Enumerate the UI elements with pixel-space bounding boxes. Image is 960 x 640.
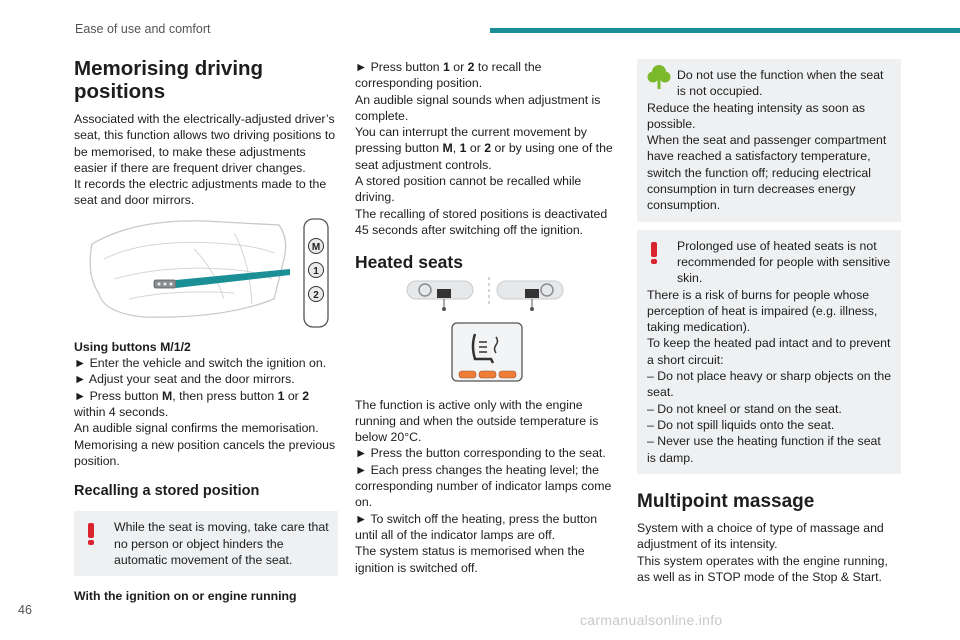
memory-button-1-label: 1: [313, 266, 319, 277]
eco-text: Do not use the function when the seat is…: [677, 68, 884, 99]
recall-step: ► Press button 1 or 2 to recall the corr…: [355, 60, 542, 91]
heated-step: ► Each press changes the heating level; …: [355, 462, 612, 510]
header-accent-bar: [490, 28, 960, 33]
massage-text: System with a choice of type of massage …: [637, 521, 884, 552]
warning-exclamation-icon: [88, 523, 94, 546]
warning-exclamation-icon: [651, 241, 657, 264]
recalling-heading: Recalling a stored position: [74, 483, 260, 500]
warning-text: To keep the heated pad intact and to pre…: [647, 336, 891, 367]
heated-step: ► Press the button corresponding to the …: [355, 446, 606, 461]
heated-seats-title: Heated seats: [355, 252, 463, 273]
deactivated-text: The recalling of stored positions is dea…: [355, 206, 608, 237]
interrupt-text: You can interrupt the current movement b…: [355, 125, 613, 172]
column-3: Do not use the function when the seat is…: [637, 59, 901, 585]
warning-text: There is a risk of burns for people whos…: [647, 287, 878, 335]
heated-memorised-text: The system status is memorised when the …: [355, 544, 585, 575]
heated-active-text: The function is active only with the eng…: [355, 397, 599, 445]
note-spacer: [637, 222, 901, 230]
eco-text: When the seat and passenger compartment …: [647, 133, 887, 213]
eco-note: Do not use the function when the seat is…: [637, 59, 901, 222]
warning-list-item: – Do not spill liquids onto the seat.: [647, 417, 835, 432]
step-press-buttons: ► Press button M, then press button 1 or…: [74, 388, 310, 419]
memory-button-2-label: 2: [313, 290, 319, 301]
warning-list-item: – Do not kneel or stand on the seat.: [647, 401, 842, 416]
multipoint-massage-title: Multipoint massage: [637, 490, 815, 512]
warning-list-item: – Never use the heating function if the …: [647, 434, 881, 465]
memorising-title: Memorising driving positions: [74, 57, 264, 103]
intro-paragraph: It records the electric adjustments made…: [74, 177, 327, 208]
step: ► Enter the vehicle and switch the ignit…: [74, 356, 327, 371]
audible-signal-text: An audible signal sounds when adjustment…: [355, 92, 601, 123]
column-1: Memorising driving positions Associated …: [74, 57, 338, 605]
massage-text: This system operates with the engine run…: [637, 553, 888, 585]
warning-list-item: – Do not place heavy or sharp objects on…: [647, 369, 892, 400]
warning-text: While the seat is moving, take care that…: [114, 520, 329, 568]
seat-memory-figure: M 1 2: [74, 209, 338, 331]
warning-text: Prolonged use of heated seats is not rec…: [677, 238, 891, 286]
eco-text: Reduce the heating intensity as soon as …: [647, 100, 866, 131]
watermark: carmanualsonline.info: [580, 612, 723, 628]
section-title: Ease of use and comfort: [75, 22, 211, 36]
cancel-previous-text: Memorising a new position cancels the pr…: [74, 437, 336, 468]
step: ► Adjust your seat and the door mirrors.: [74, 372, 295, 387]
eco-tree-icon: [647, 65, 671, 89]
heated-step: ► To switch off the heating, press the b…: [355, 511, 598, 542]
memory-button-m-label: M: [312, 242, 320, 253]
confirmation-text: An audible signal confirms the memorisat…: [74, 421, 319, 436]
ignition-condition: With the ignition on or engine running: [74, 589, 297, 604]
warning-note-heated-seats: Prolonged use of heated seats is not rec…: [637, 229, 901, 474]
no-recall-driving: A stored position cannot be recalled whi…: [355, 174, 582, 205]
heated-seat-button-illustration: [406, 276, 564, 382]
using-buttons-heading: Using buttons M/1/2: [74, 339, 191, 354]
intro-paragraph: Associated with the electrically-adjuste…: [74, 112, 336, 175]
column-2: ► Press button 1 or 2 to recall the corr…: [355, 59, 619, 576]
seat-memory-illustration: M 1 2: [89, 218, 329, 328]
page-number: 46: [18, 603, 32, 617]
heated-seats-figure: [355, 271, 619, 385]
warning-note-seat-moving: While the seat is moving, take care that…: [74, 511, 338, 577]
